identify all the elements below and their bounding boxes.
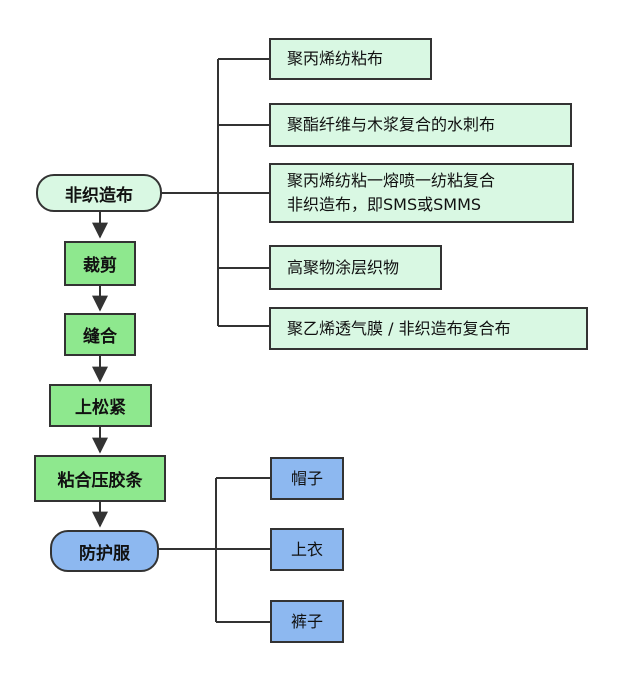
material-label: 非织造布，即SMS或SMMS [287,195,482,214]
flow-step-elastic: 上松紧 [49,384,152,427]
flow-step-cut: 裁剪 [64,241,136,286]
product-box-hat: 帽子 [270,457,344,500]
flow-step-seal: 粘合压胶条 [34,455,166,502]
material-box-spunlace: 聚酯纤维与木浆复合的水刺布 [269,103,572,147]
material-box-pp-spunbond: 聚丙烯纺粘布 [269,38,432,80]
material-box-coated: 高聚物涂层织物 [269,245,442,290]
material-label: 聚丙烯纺粘一熔喷一纺粘复合 [287,171,496,190]
product-label: 裤子 [290,611,323,631]
material-label: 聚丙烯纺粘布 [287,49,384,68]
product-box-top: 上衣 [270,528,344,571]
material-box-sms: 聚丙烯纺粘一熔喷一纺粘复合 非织造布，即SMS或SMMS [269,163,574,223]
flow-start-node: 非织造布 [36,174,162,212]
flow-step-sew: 缝合 [64,313,136,356]
product-label: 上衣 [290,539,323,559]
material-label: 聚酯纤维与木浆复合的水刺布 [287,115,496,134]
material-label: 聚乙烯透气膜 / 非织造布复合布 [287,318,511,338]
flow-end-node: 防护服 [50,530,159,572]
material-box-pe-film: 聚乙烯透气膜 / 非织造布复合布 [269,307,588,350]
material-label: 高聚物涂层织物 [287,257,400,277]
product-label: 帽子 [290,468,323,488]
product-box-pants: 裤子 [270,600,344,643]
